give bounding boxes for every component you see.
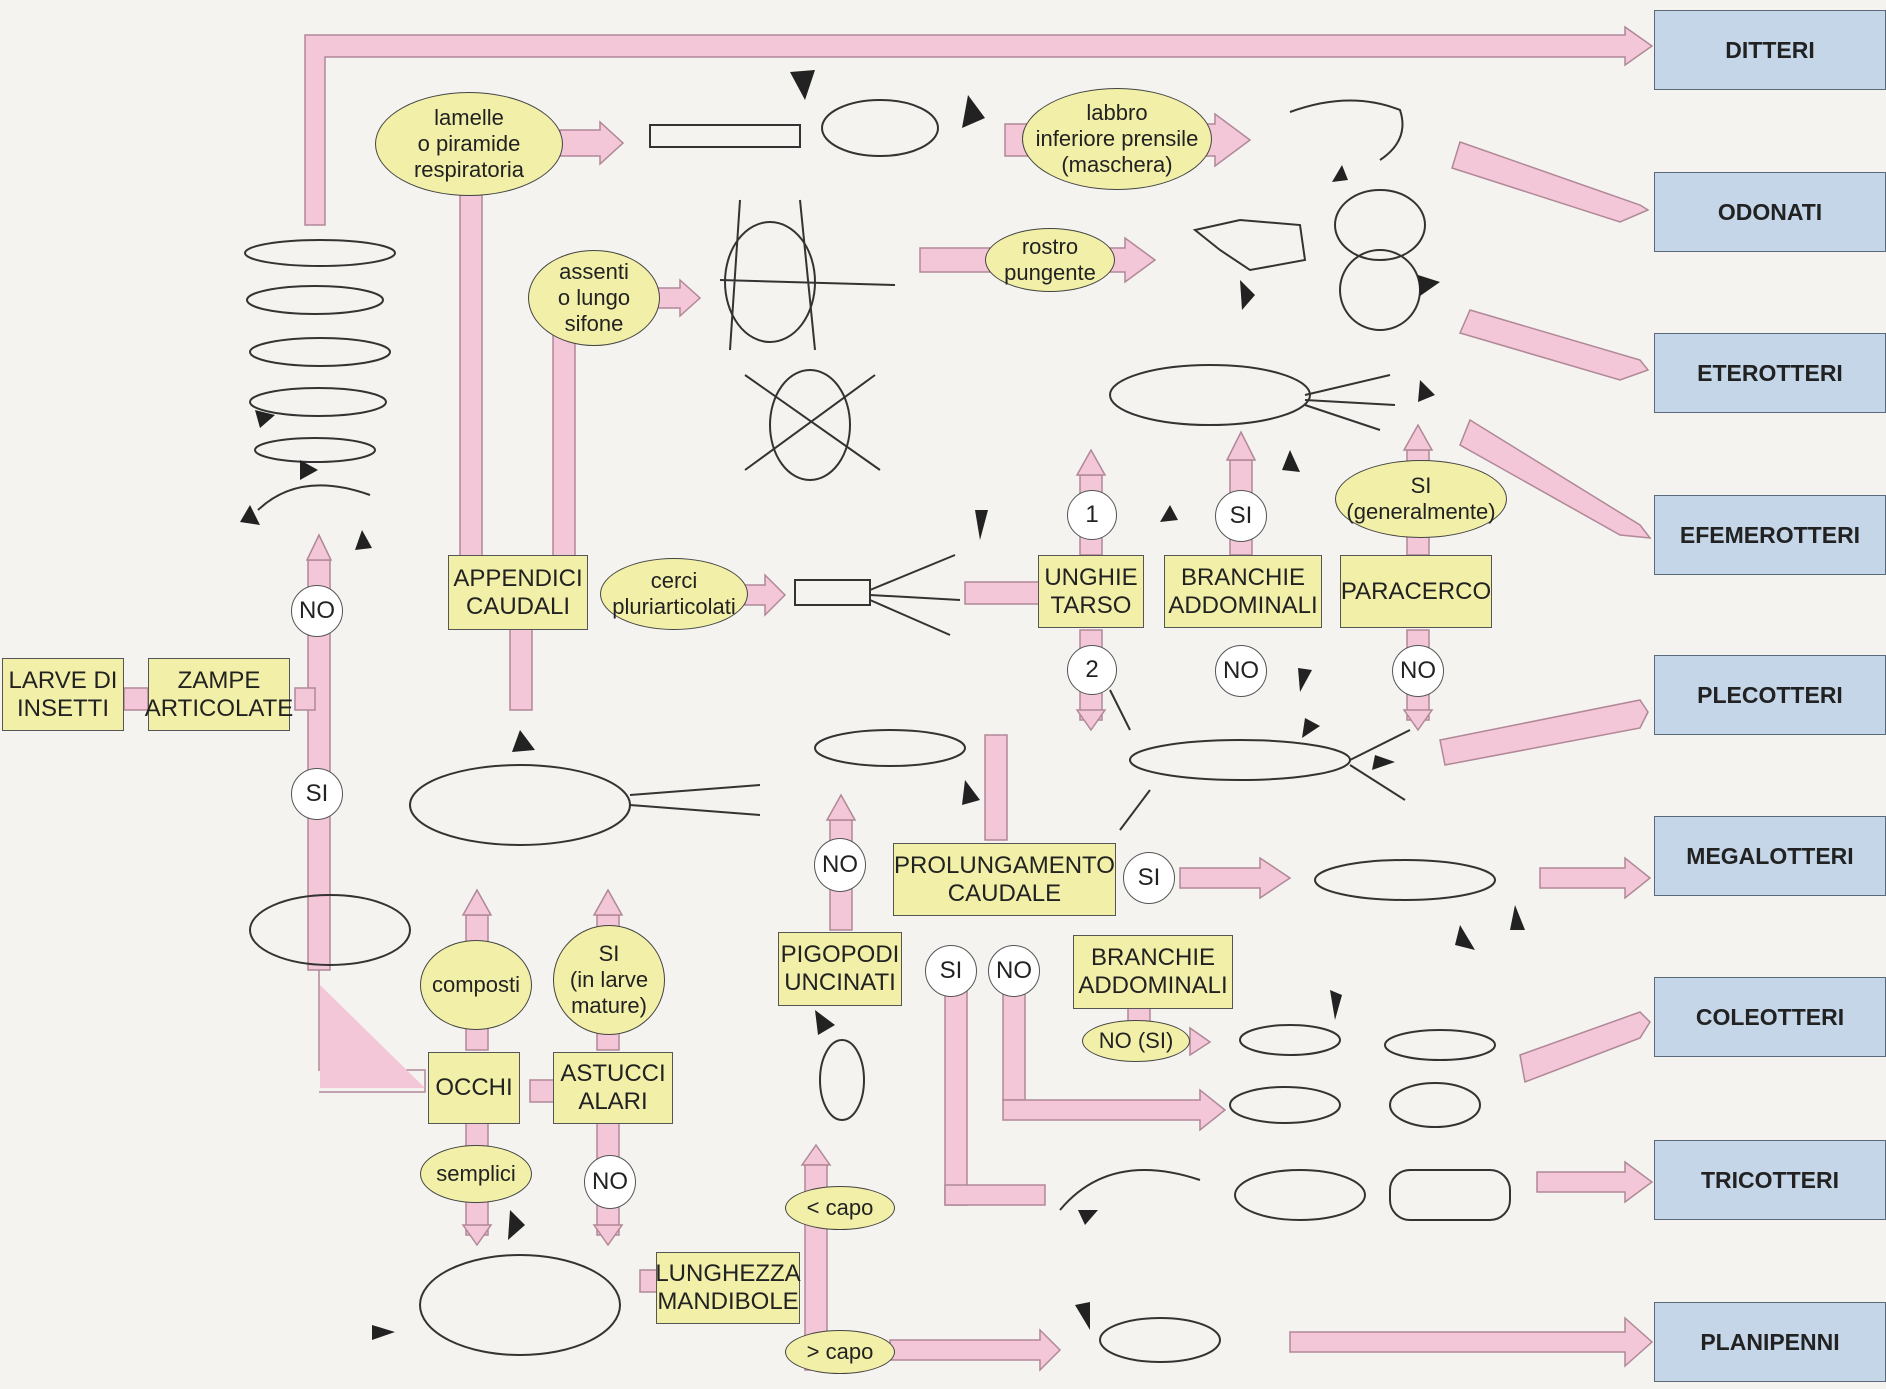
order-ditteri: DITTERI <box>1654 10 1886 90</box>
order-megalotteri: MEGALOTTERI <box>1654 816 1886 896</box>
order-odonati: ODONATI <box>1654 172 1886 252</box>
circle-si-zampe: SI <box>291 768 343 820</box>
oval-cerci-pluriarticolati: cerci pluriarticolati <box>600 558 748 630</box>
circle-two: 2 <box>1067 645 1117 695</box>
oval-capo-more: > capo <box>785 1330 895 1374</box>
pointer-arrowheads <box>240 70 1525 1340</box>
oval-assenti-sifone: assenti o lungo sifone <box>528 250 660 346</box>
circle-si-branchie: SI <box>1215 490 1267 542</box>
circle-no-paracerco: NO <box>1392 645 1444 697</box>
flow-arrows <box>124 27 1652 1370</box>
oval-capo-less: < capo <box>785 1186 895 1230</box>
box-paracerco: PARACERCO <box>1340 555 1492 628</box>
box-appendici-caudali: APPENDICI CAUDALI <box>448 555 588 630</box>
box-prolungamento-caudale: PROLUNGAMENTO CAUDALE <box>893 843 1116 916</box>
box-branchie-addominali-top: BRANCHIE ADDOMINALI <box>1164 555 1322 628</box>
box-larve-di-insetti: LARVE DI INSETTI <box>2 658 124 731</box>
oval-no-si: NO (SI) <box>1082 1020 1190 1062</box>
order-tricotteri: TRICOTTERI <box>1654 1140 1886 1220</box>
circle-no-astucci: NO <box>584 1155 636 1209</box>
circle-no-zampe: NO <box>291 585 343 637</box>
oval-si-generalmente: SI (generalmente) <box>1335 460 1507 538</box>
circle-no-branchie: NO <box>1215 645 1267 697</box>
oval-semplici: semplici <box>420 1145 532 1203</box>
order-efemerotteri: EFEMEROTTERI <box>1654 495 1886 575</box>
box-occhi: OCCHI <box>428 1052 520 1124</box>
box-branchie-addominali-low: BRANCHIE ADDOMINALI <box>1073 935 1233 1009</box>
circle-no-pigopodi: NO <box>814 838 866 892</box>
circle-si-prolungamento: SI <box>1123 852 1175 904</box>
circle-no-prolungamento: NO <box>988 945 1040 997</box>
box-pigopodi-uncinati: PIGOPODI UNCINATI <box>778 932 902 1006</box>
oval-lamelle-respiratoria: lamelle o piramide respiratoria <box>375 92 563 196</box>
oval-composti: composti <box>420 940 532 1030</box>
order-eterotteri: ETEROTTERI <box>1654 333 1886 413</box>
box-unghie-tarso: UNGHIE TARSO <box>1038 555 1144 628</box>
order-plecotteri: PLECOTTERI <box>1654 655 1886 735</box>
oval-si-larve-mature: SI (in larve mature) <box>553 925 665 1035</box>
circle-si-pigopodi: SI <box>925 945 977 997</box>
oval-rostro-pungente: rostro pungente <box>985 228 1115 292</box>
order-planipenni: PLANIPENNI <box>1654 1302 1886 1382</box>
order-coleotteri: COLEOTTERI <box>1654 977 1886 1057</box>
box-zampe-articolate: ZAMPE ARTICOLATE <box>148 658 290 731</box>
circle-one: 1 <box>1067 490 1117 540</box>
box-astucci-alari: ASTUCCI ALARI <box>553 1052 673 1124</box>
box-lunghezza-mandibole: LUNGHEZZA MANDIBOLE <box>656 1252 800 1324</box>
oval-labbro-prensile: labbro inferiore prensile (maschera) <box>1022 88 1212 190</box>
